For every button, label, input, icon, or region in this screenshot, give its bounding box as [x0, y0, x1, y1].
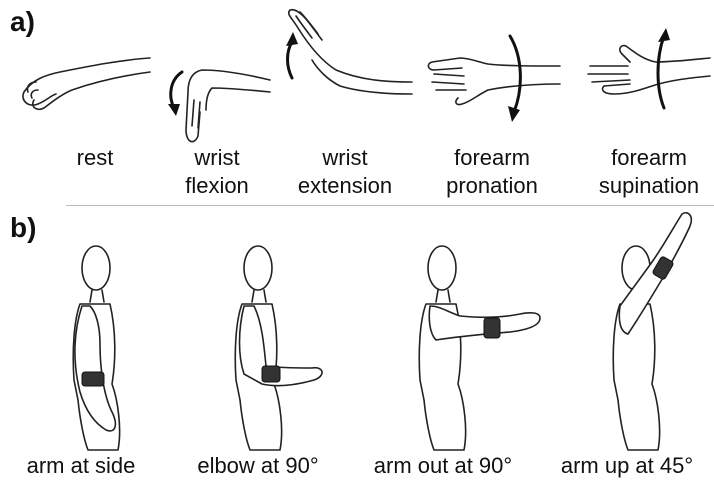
caption-arm-out-at-90: arm out at 90°	[354, 452, 532, 480]
caption-forearm-pronation: forearm pronation	[432, 144, 552, 200]
hand-wrist-flexion-icon	[168, 70, 270, 142]
caption-arm-at-side: arm at side	[6, 452, 156, 480]
caption-line: wrist	[288, 144, 402, 172]
extension-arrow-icon	[288, 42, 293, 78]
mannequin-arm-up-at-45-icon	[613, 213, 691, 450]
caption-rest: rest	[50, 144, 140, 172]
caption-line: rest	[50, 144, 140, 172]
flexion-arrow-icon	[171, 72, 182, 108]
caption-wrist-extension: wrist extension	[288, 144, 402, 200]
caption-arm-up-at-45: arm up at 45°	[544, 452, 710, 480]
supination-arrow-icon	[658, 36, 664, 108]
mannequin-arm-at-side-icon	[73, 246, 119, 450]
hand-wrist-extension-icon	[286, 10, 412, 94]
hand-forearm-pronation-icon	[428, 36, 560, 122]
mannequin-arm-out-at-90-icon	[419, 246, 540, 450]
caption-line: wrist	[162, 144, 272, 172]
caption-line: flexion	[162, 172, 272, 200]
caption-line: forearm	[586, 144, 712, 172]
caption-forearm-supination: forearm supination	[586, 144, 712, 200]
caption-line: pronation	[432, 172, 552, 200]
mannequin-elbow-at-90-icon	[235, 246, 322, 450]
caption-wrist-flexion: wrist flexion	[162, 144, 272, 200]
caption-line: supination	[586, 172, 712, 200]
pronation-arrow-icon	[510, 36, 520, 112]
armband-icon	[262, 366, 280, 382]
armband-icon	[82, 372, 104, 386]
caption-line: extension	[288, 172, 402, 200]
hand-rest-icon	[23, 58, 150, 109]
armband-icon	[484, 318, 500, 338]
caption-line: forearm	[432, 144, 552, 172]
hand-forearm-supination-icon	[588, 28, 710, 108]
caption-elbow-at-90: elbow at 90°	[176, 452, 340, 480]
